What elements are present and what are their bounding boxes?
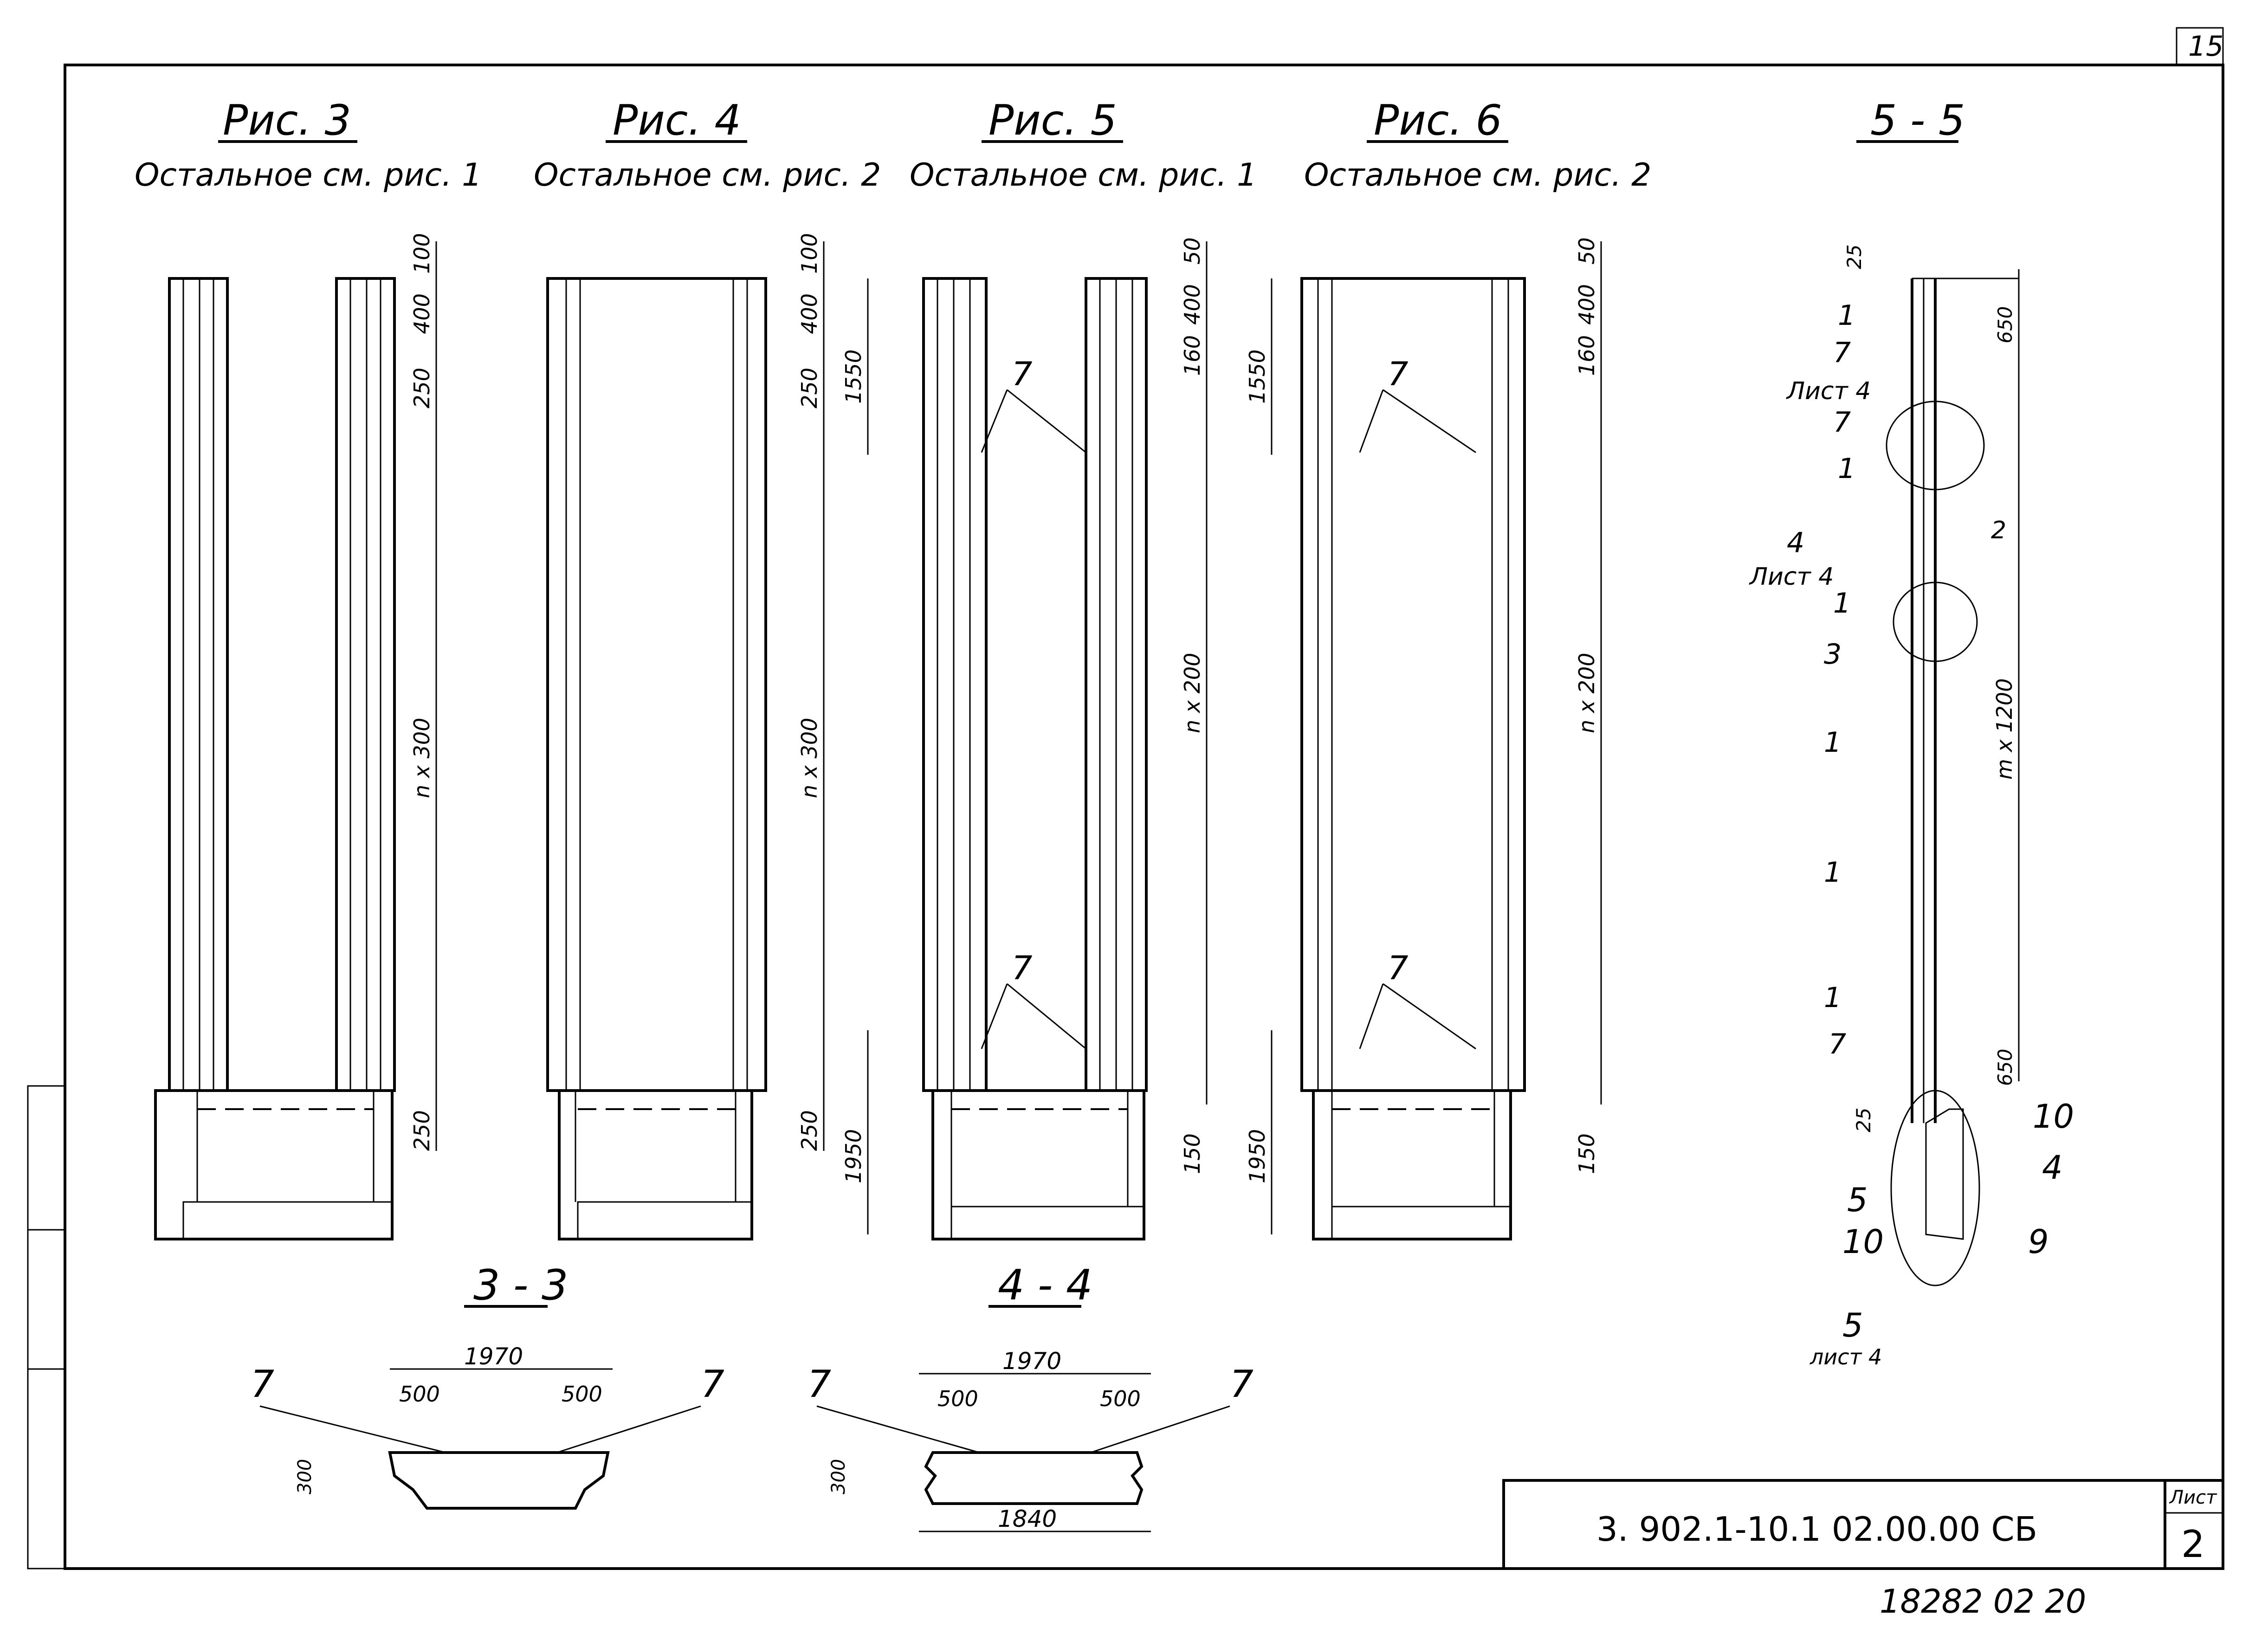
- section-4-4-dim-1: 1970: [1002, 1348, 1061, 1375]
- figure-6-left-dim-2: 1950: [1245, 1129, 1270, 1183]
- figure-3-dim-2: 400: [409, 293, 434, 334]
- binding-strip: [27, 1085, 66, 1569]
- label-7a: 7: [1833, 336, 1851, 369]
- figure-3-note: Остальное см. рис. 1: [135, 157, 482, 194]
- figure-4: Рис. 4 Остальное см. рис. 2 100 400 250 …: [534, 96, 881, 1240]
- section-5-5-dim-5: 25: [1852, 1108, 1875, 1132]
- section-3-3: 3 - 3 1970 500 500 300 7 7: [251, 1261, 724, 1510]
- figure-5-callout-bottom: 7: [1012, 949, 1033, 987]
- sheet-label: Лист: [2169, 1487, 2217, 1508]
- section-4-4-title: 4 - 4: [998, 1261, 1092, 1310]
- corner-number: 15: [2188, 30, 2223, 63]
- drawing-code: 3. 902.1-10.1 02.00.00 СБ: [1596, 1510, 2037, 1549]
- label-2: 2: [1991, 517, 2006, 544]
- figure-3-title: Рис. 3: [223, 96, 351, 145]
- figure-4-dim-2: 400: [797, 293, 822, 334]
- section-3-3-callout-left: 7: [251, 1363, 274, 1406]
- figure-4-note: Остальное см. рис. 2: [534, 157, 881, 194]
- corner-box: [2176, 27, 2224, 66]
- section-3-3-dim-4: 300: [294, 1459, 316, 1494]
- figure-5-dim-1: 50: [1180, 237, 1205, 265]
- section-5-5-dim-1: 25: [1843, 245, 1866, 269]
- figure-4-title: Рис. 4: [613, 96, 741, 145]
- figure-5-title: Рис. 5: [989, 96, 1117, 145]
- section-5-5-title: 5 - 5: [1870, 96, 1965, 145]
- label-list4a: Лист 4: [1786, 377, 1871, 405]
- label-7c: 7: [1829, 1028, 1846, 1060]
- sheet-number: 2: [2181, 1523, 2205, 1566]
- figure-5-dim-5: 150: [1180, 1133, 1205, 1174]
- figure-5-left-dim-2: 1950: [841, 1129, 866, 1183]
- label-1d: 1: [1824, 726, 1842, 759]
- section-4-4: 4 - 4 1970 500 500 300 1840 7 7: [808, 1261, 1254, 1532]
- section-5-5: 5 - 5 25 650 m x 1200 650 25 1 7 Лист 4 …: [1749, 96, 2074, 1369]
- figure-5-dim-2: 400: [1180, 284, 1205, 325]
- figure-3-dim-1: 100: [409, 233, 434, 274]
- figure-6: Рис. 6 Остальное см. рис. 2 1550 1950 50…: [1245, 96, 1651, 1240]
- section-4-4-callout-left: 7: [808, 1363, 831, 1406]
- section-4-4-dim-5: 1840: [998, 1505, 1057, 1532]
- section-5-5-dim-2: 650: [1994, 306, 2016, 343]
- figure-6-dim-4: n x 200: [1574, 653, 1599, 733]
- label-list4c: лист 4: [1809, 1344, 1882, 1369]
- label-5a: 5: [1847, 1181, 1868, 1219]
- label-list4b: Лист 4: [1749, 563, 1834, 591]
- section-3-3-dim-1: 1970: [464, 1343, 523, 1370]
- section-4-4-dim-2: 500: [937, 1386, 978, 1411]
- figure-6-title: Рис. 6: [1374, 96, 1502, 145]
- figure-4-dim-5: 250: [797, 1110, 822, 1151]
- figure-6-dim-5: 150: [1574, 1133, 1599, 1174]
- section-5-5-dim-3: m x 1200: [1992, 678, 2017, 780]
- section-3-3-callout-right: 7: [701, 1363, 724, 1406]
- figure-5-dim-4: n x 200: [1180, 653, 1205, 733]
- figure-4-dim-4: n x 300: [797, 718, 822, 798]
- section-4-4-dim-3: 500: [1100, 1386, 1141, 1411]
- label-4a: 4: [1787, 527, 1804, 559]
- section-4-4-profile: [924, 1451, 1144, 1505]
- section-3-3-dim-2: 500: [399, 1382, 440, 1407]
- label-1b: 1: [1838, 452, 1855, 485]
- section-4-4-dim-4: 300: [828, 1459, 849, 1494]
- label-5b: 5: [1842, 1306, 1863, 1344]
- footer-number: 18282 02 20: [1880, 1582, 2086, 1621]
- label-1e: 1: [1824, 856, 1842, 889]
- figure-3-dim-4: n x 300: [409, 718, 434, 798]
- figure-6-dim-2: 400: [1574, 284, 1599, 325]
- figure-5-note: Остальное см. рис. 1: [910, 157, 1257, 194]
- figure-6-dim-1: 50: [1574, 237, 1599, 265]
- figure-5-left-dim-1: 1550: [841, 349, 866, 404]
- section-4-4-callout-right: 7: [1230, 1363, 1254, 1406]
- figure-6-dim-3: 160: [1574, 335, 1599, 376]
- section-5-5-dim-4: 650: [1994, 1049, 2016, 1086]
- figure-5: Рис. 5 Остальное см. рис. 1 1550 1950 50…: [841, 96, 1257, 1240]
- figure-6-note: Остальное см. рис. 2: [1304, 157, 1651, 194]
- figure-6-callout-bottom: 7: [1388, 949, 1409, 987]
- label-3: 3: [1824, 638, 1842, 671]
- label-7b: 7: [1833, 406, 1851, 439]
- figure-3-dim-3: 250: [409, 368, 434, 408]
- figure-3-dim-5: 250: [409, 1110, 434, 1151]
- figure-3: Рис. 3 Остальное см. рис. 1 100 400 250 …: [135, 96, 482, 1240]
- figure-4-dim-1: 100: [797, 233, 822, 274]
- label-10b: 10: [1842, 1223, 1884, 1261]
- figure-6-left-dim-1: 1550: [1245, 349, 1270, 404]
- figure-6-callout-top: 7: [1388, 355, 1409, 393]
- section-3-3-dim-3: 500: [562, 1382, 602, 1407]
- label-1c: 1: [1833, 587, 1851, 620]
- title-block: 3. 902.1-10.1 02.00.00 СБ Лист 2: [1502, 1479, 2224, 1570]
- label-9: 9: [2028, 1223, 2049, 1261]
- figure-4-dim-3: 250: [797, 368, 822, 408]
- label-4b: 4: [2042, 1149, 2063, 1187]
- figure-5-callout-top: 7: [1012, 355, 1033, 393]
- label-10a: 10: [2033, 1098, 2074, 1136]
- section-3-3-profile: [388, 1451, 610, 1510]
- sheet-frame: [64, 64, 2224, 1570]
- label-1a: 1: [1838, 299, 1855, 332]
- figure-5-dim-3: 160: [1180, 335, 1205, 376]
- section-3-3-title: 3 - 3: [473, 1261, 568, 1310]
- label-1f: 1: [1824, 982, 1842, 1014]
